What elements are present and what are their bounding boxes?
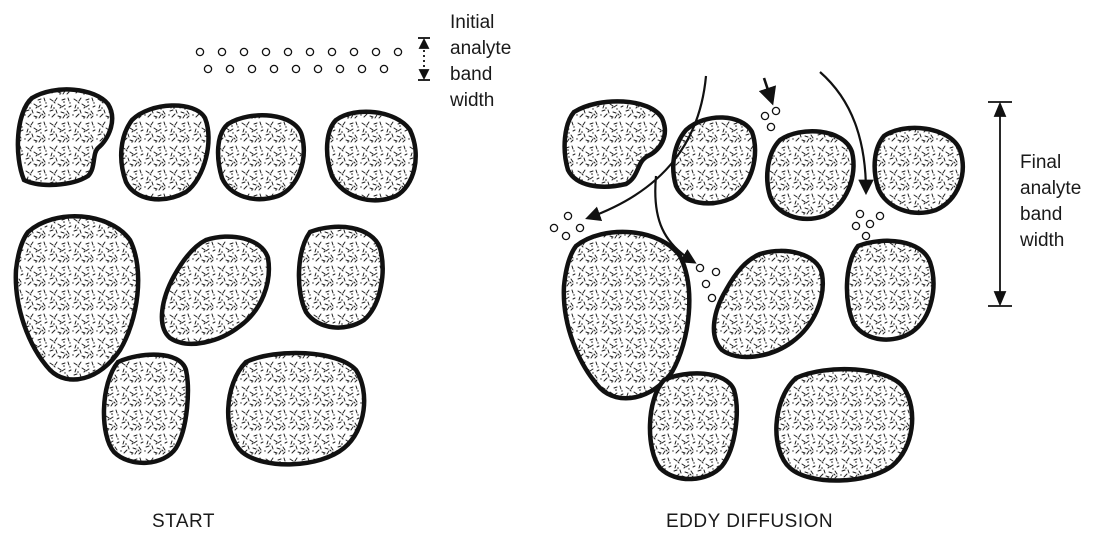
analyte-molecule (564, 212, 571, 219)
packing-particle (162, 237, 269, 344)
start-panel (16, 38, 430, 464)
analyte-molecule (372, 48, 379, 55)
packing-particle (875, 128, 963, 213)
initial-analyte-band (196, 48, 401, 72)
packing-particle (16, 216, 138, 379)
analyte-molecule (306, 48, 313, 55)
analyte-molecule (248, 65, 255, 72)
analyte-molecule (350, 48, 357, 55)
analyte-molecule (292, 65, 299, 72)
analyte-molecule (336, 65, 343, 72)
eddy-diffusion-caption: EDDY DIFFUSION (666, 511, 833, 533)
packing-particle (673, 117, 755, 203)
analyte-molecule (876, 212, 883, 219)
analyte-molecule (270, 65, 277, 72)
analyte-molecule (328, 48, 335, 55)
initial-band-width-label: Initial analyte band width (450, 10, 511, 114)
packing-particle (228, 353, 364, 464)
analyte-molecule (767, 123, 774, 130)
packing-particle (121, 105, 208, 199)
analyte-molecule (866, 220, 873, 227)
packing-particle (565, 101, 665, 186)
analyte-molecule (262, 48, 269, 55)
analyte-molecule (856, 210, 863, 217)
analyte-molecule (380, 65, 387, 72)
start-caption: START (152, 511, 215, 533)
packing-particle (714, 251, 823, 357)
final-band-width-label: Final analyte band width (1020, 150, 1081, 254)
analyte-molecule (712, 268, 719, 275)
eddy-diffusion-panel (550, 72, 1012, 481)
analyte-molecule (204, 65, 211, 72)
analyte-molecule (772, 107, 779, 114)
analyte-molecule (284, 48, 291, 55)
analyte-molecule (218, 48, 225, 55)
analyte-molecule (696, 264, 703, 271)
analyte-molecule (314, 65, 321, 72)
analyte-molecule (394, 48, 401, 55)
analyte-molecule (576, 224, 583, 231)
analyte-molecule (761, 112, 768, 119)
initial-band-width-indicator (418, 38, 430, 80)
packing-particle (218, 115, 304, 199)
packing-particle (18, 89, 112, 184)
analyte-molecule (702, 280, 709, 287)
flow-path-arrow (764, 78, 772, 102)
analyte-molecule (240, 48, 247, 55)
analyte-molecule (550, 224, 557, 231)
analyte-molecule (852, 222, 859, 229)
packing-particle (104, 355, 188, 463)
analyte-molecule (862, 232, 869, 239)
packing-particle (650, 373, 737, 479)
analyte-molecule (226, 65, 233, 72)
final-band-width-indicator (988, 102, 1012, 306)
packing-particle (847, 241, 933, 340)
packing-particle (327, 112, 416, 201)
packing-particle (767, 131, 853, 219)
analyte-molecule (562, 232, 569, 239)
analyte-molecule (196, 48, 203, 55)
analyte-molecule (358, 65, 365, 72)
packing-particle (299, 227, 383, 328)
analyte-molecule (708, 294, 715, 301)
packing-particle (564, 232, 689, 398)
packing-particle (776, 369, 912, 480)
